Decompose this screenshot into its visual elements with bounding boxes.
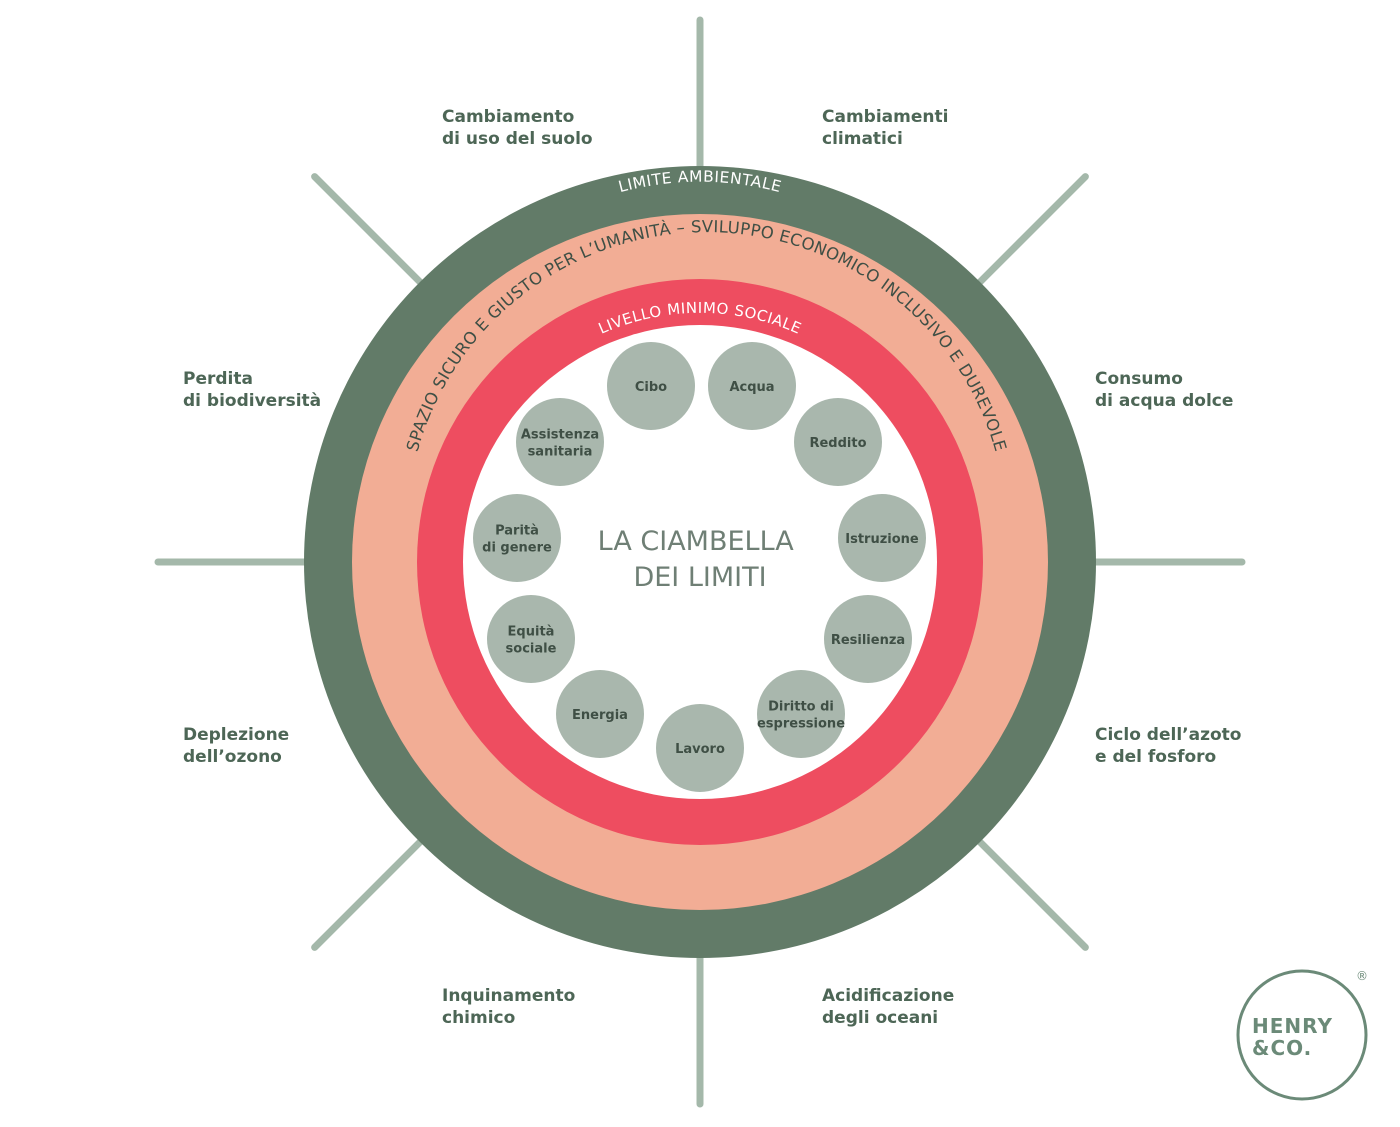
boundary-label-line: Consumo (1095, 369, 1183, 389)
social-item-circle (757, 670, 845, 758)
social-item-istruzione: Istruzione (838, 494, 926, 582)
boundary-label-line: e del fosforo (1095, 747, 1217, 767)
boundary-label-line: di acqua dolce (1095, 391, 1234, 411)
boundary-spoke (311, 173, 435, 297)
boundary-label-line: di uso del suolo (442, 129, 593, 149)
diagram-title: LA CIAMBELLA DEI LIMITI (598, 526, 803, 593)
boundary-label-line: Cambiamenti (822, 107, 949, 127)
social-item-resilienza: Resilienza (824, 595, 912, 683)
social-item-label: Energia (572, 708, 628, 723)
boundary-label-line: climatici (822, 129, 903, 149)
boundary-label-line: degli oceani (822, 1008, 939, 1028)
boundary-label-line: Perdita (183, 369, 253, 389)
boundary-label-line: Acidificazione (822, 986, 955, 1006)
boundary-spoke (965, 827, 1089, 951)
social-item-circle (794, 398, 882, 486)
social-item-circle (824, 595, 912, 683)
social-item-circle (487, 595, 575, 683)
social-item-label: Acqua (729, 380, 774, 395)
social-item-circle (656, 704, 744, 792)
boundary-spoke (311, 827, 435, 951)
boundary-label-line: Ciclo dell’azoto (1095, 725, 1242, 745)
boundary-spoke (965, 173, 1089, 297)
social-item-label: Cibo (635, 380, 667, 395)
social-item-energia: Energia (556, 670, 644, 758)
social-item-label: Istruzione (845, 532, 919, 547)
social-item-lavoro: Lavoro (656, 704, 744, 792)
logo-line-1: HENRY (1252, 1014, 1333, 1038)
social-item-circle (708, 342, 796, 430)
social-item-acqua: Acqua (708, 342, 796, 430)
henry-co-logo: HENRY &CO. ® (1236, 969, 1368, 1101)
social-item-label: Resilienza (831, 633, 905, 648)
social-item-circle (473, 494, 561, 582)
social-item-reddito: Reddito (794, 398, 882, 486)
social-item-label: Lavoro (675, 742, 725, 757)
boundary-label-line: Cambiamento (442, 107, 575, 127)
social-item-circle (838, 494, 926, 582)
social-item-circle (607, 342, 695, 430)
boundary-label-line: di biodiversità (183, 391, 322, 411)
boundary-label-line: chimico (442, 1008, 516, 1028)
logo-ring (1236, 969, 1368, 1101)
social-item-cibo: Cibo (607, 342, 695, 430)
social-item-circle (556, 670, 644, 758)
social-item-label: Reddito (809, 436, 866, 451)
social-foundation-items: Cibo AcquaRedditoIstruzioneResilienzaDiri… (473, 342, 926, 792)
social-item-circle (516, 398, 604, 486)
logo-registered-mark: ® (1356, 969, 1368, 983)
logo-line-2: &CO. (1252, 1036, 1312, 1060)
boundary-label-line: Deplezione (183, 725, 290, 745)
boundary-label-line: dell’ozono (183, 747, 282, 767)
boundary-label-line: Inquinamento (442, 986, 576, 1006)
boundary-spokes (154, 16, 1246, 1108)
